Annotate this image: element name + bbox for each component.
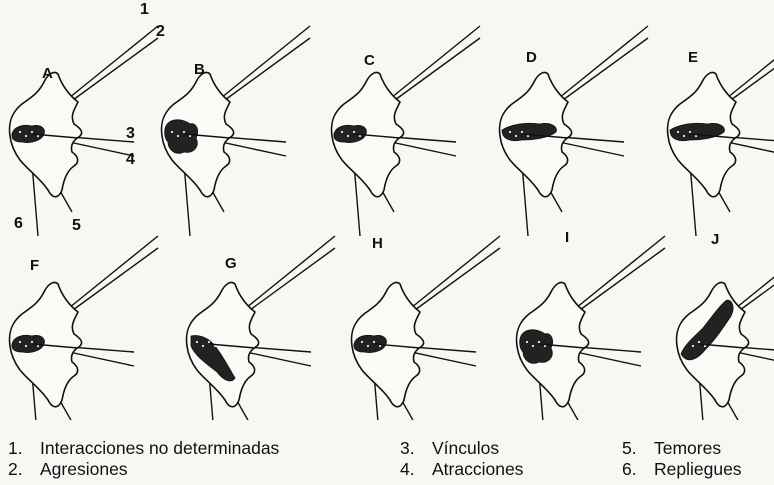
speckle xyxy=(196,341,198,343)
shaded-area xyxy=(165,120,198,154)
speckle xyxy=(341,131,343,133)
speckle xyxy=(526,341,528,343)
legend-number: 4. xyxy=(400,459,432,480)
legend-text: Interacciones no determinadas xyxy=(40,438,279,458)
legend-column-1: 1.Interacciones no determinadas 2.Agresi… xyxy=(8,438,279,480)
ray-number-3: 3 xyxy=(126,125,135,142)
speckle xyxy=(183,131,185,133)
panel-i: I xyxy=(517,229,666,420)
legend-text: Agresiones xyxy=(40,459,128,479)
ray-interacciones xyxy=(64,236,158,312)
speckle xyxy=(19,131,21,133)
ray-agresiones xyxy=(404,248,500,318)
speckle xyxy=(361,341,363,343)
ray-interacciones xyxy=(406,236,500,312)
legend-item: 1.Interacciones no determinadas xyxy=(8,438,279,459)
legend-item: 6.Repliegues xyxy=(622,459,742,480)
ray-number-5: 5 xyxy=(72,217,81,234)
panel-label: G xyxy=(225,255,237,272)
panel-f: F xyxy=(10,236,159,420)
panel-label: E xyxy=(688,49,698,66)
panel-a: A xyxy=(10,26,159,236)
speckle xyxy=(202,345,204,347)
legend-item: 2.Agresiones xyxy=(8,459,279,480)
speckle xyxy=(347,135,349,137)
ray-agresiones xyxy=(239,248,335,318)
ray-interacciones xyxy=(64,26,158,102)
speckle xyxy=(25,345,27,347)
speckle xyxy=(521,131,523,133)
speckle xyxy=(171,131,173,133)
legend-number: 5. xyxy=(622,438,654,459)
speckle xyxy=(683,135,685,137)
panel-c: C xyxy=(332,26,481,236)
legend: 1.Interacciones no determinadas 2.Agresi… xyxy=(8,438,774,482)
panel-j: J xyxy=(677,231,774,420)
legend-number: 2. xyxy=(8,459,40,480)
speckle xyxy=(367,345,369,347)
ray-agresiones xyxy=(384,38,480,108)
panel-h: H xyxy=(352,235,501,420)
panel-b: B xyxy=(162,26,311,236)
ray-number-6: 6 xyxy=(14,215,23,232)
ray-agresiones xyxy=(214,38,310,108)
legend-item: 4.Atracciones xyxy=(400,459,523,480)
ray-interacciones xyxy=(216,26,310,102)
panel-label: D xyxy=(526,49,537,66)
legend-text: Repliegues xyxy=(654,459,742,479)
speckle xyxy=(538,341,540,343)
panel-g: G xyxy=(187,236,336,420)
speckle xyxy=(208,341,210,343)
legend-item: 5.Temores xyxy=(622,438,742,459)
legend-text: Vínculos xyxy=(432,438,499,458)
ray-agresiones xyxy=(62,248,158,318)
ray-number-2: 2 xyxy=(156,23,165,40)
ray-number-1: 1 xyxy=(140,1,149,18)
panel-label: F xyxy=(30,257,39,274)
panel-e: E xyxy=(668,26,774,236)
speckle xyxy=(25,135,27,137)
speckle xyxy=(689,131,691,133)
ray-interacciones xyxy=(554,26,648,102)
ray-interacciones xyxy=(386,26,480,102)
legend-column-3: 5.Temores 6.Repliegues xyxy=(622,438,742,480)
legend-number: 1. xyxy=(8,438,40,459)
legend-item: 3.Vínculos xyxy=(400,438,523,459)
speckle xyxy=(677,131,679,133)
panel-label: B xyxy=(194,61,205,78)
legend-text: Atracciones xyxy=(432,459,523,479)
panel-label: I xyxy=(565,229,569,246)
shaded-area xyxy=(520,330,553,364)
ray-agresiones xyxy=(552,38,648,108)
speckle xyxy=(698,341,700,343)
ray-interacciones xyxy=(241,236,335,312)
legend-text: Temores xyxy=(654,438,721,458)
ray-interacciones xyxy=(571,236,665,312)
speckle xyxy=(19,341,21,343)
speckle xyxy=(515,135,517,137)
ray-agresiones xyxy=(569,248,665,318)
speckle xyxy=(692,345,694,347)
panel-label: A xyxy=(42,65,53,82)
ray-agresiones xyxy=(62,38,158,108)
speckle xyxy=(532,345,534,347)
legend-column-2: 3.Vínculos 4.Atracciones xyxy=(400,438,523,480)
speckle xyxy=(373,341,375,343)
speckle xyxy=(353,131,355,133)
speckle xyxy=(31,341,33,343)
legend-number: 3. xyxy=(400,438,432,459)
panel-d: D xyxy=(500,26,649,236)
speckle xyxy=(509,131,511,133)
speckle xyxy=(686,341,688,343)
diagram-panels: A B C D E F G H I J 12 3 4 5 6 xyxy=(0,0,774,420)
panel-label: C xyxy=(364,52,375,69)
ray-interacciones xyxy=(722,26,774,102)
panel-label: H xyxy=(372,235,383,252)
ray-number-4: 4 xyxy=(126,151,135,168)
panel-label: J xyxy=(711,231,719,248)
speckle xyxy=(177,135,179,137)
speckle xyxy=(31,131,33,133)
legend-number: 6. xyxy=(622,459,654,480)
